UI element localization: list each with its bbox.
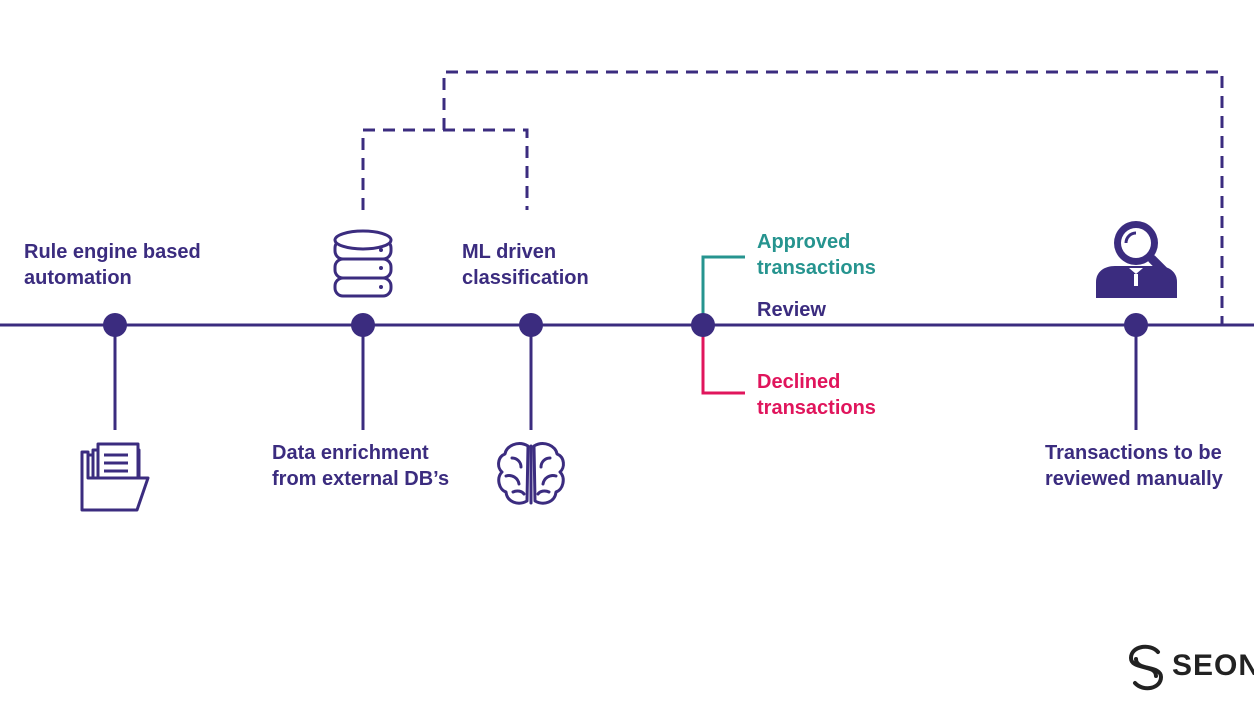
declined-label: Declined transactions <box>757 371 876 419</box>
brain-icon <box>497 442 565 505</box>
node-decision <box>691 313 715 337</box>
node-data-enrichment <box>351 313 375 337</box>
node-ml-classification <box>519 313 543 337</box>
seon-logo-icon <box>1128 644 1164 691</box>
node-rule-engine <box>103 313 127 337</box>
reviewer-magnifier-icon <box>1096 221 1177 298</box>
folder-documents-icon <box>80 442 150 512</box>
approved-label: Approved transactions <box>757 231 876 279</box>
declined-branch <box>701 325 745 395</box>
feedback-loop-inner <box>361 128 529 210</box>
approved-branch <box>701 255 745 325</box>
manual-review-label: Transactions to be reviewed manually <box>1045 442 1227 490</box>
database-icon <box>333 229 393 298</box>
brand-name: SEON <box>1172 649 1254 682</box>
node-manual-review <box>1124 313 1148 337</box>
review-label: Review <box>757 299 826 321</box>
rule-engine-label: Rule engine based automation <box>24 241 206 289</box>
data-enrichment-label: Data enrichment from external DB’s <box>272 442 449 490</box>
ml-classification-label: ML driven classification <box>462 241 589 289</box>
